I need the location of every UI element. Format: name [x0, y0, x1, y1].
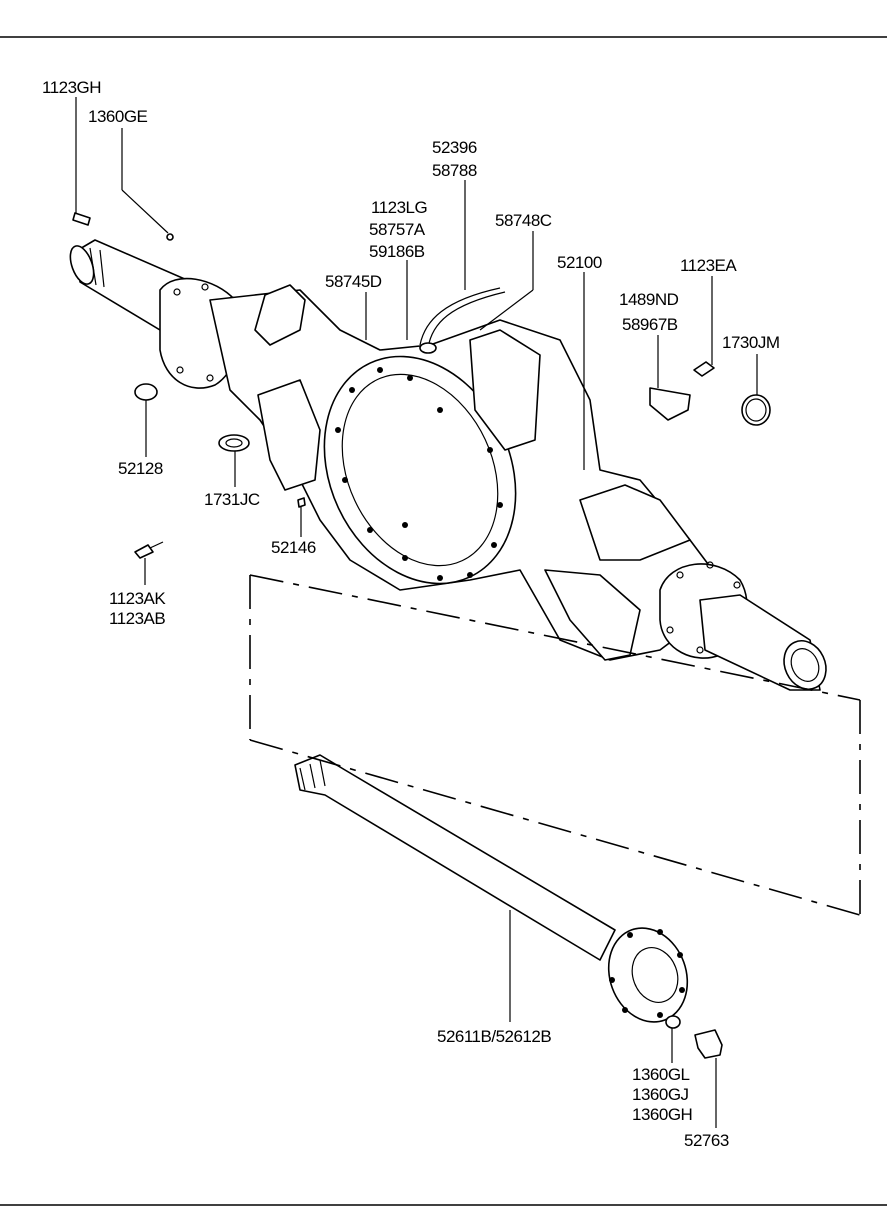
- callout-1123GH: 1123GH: [42, 78, 101, 97]
- callout-58748C: 58748C: [495, 211, 552, 230]
- callout-52611B-52612B: 52611B/52612B: [437, 1027, 551, 1046]
- callout-1360GH: 1360GH: [632, 1105, 692, 1124]
- axle-housing[interactable]: [66, 239, 834, 696]
- callout-58788: 58788: [432, 161, 477, 180]
- callout-1360GJ: 1360GJ: [632, 1085, 689, 1104]
- callout-58745D: 58745D: [325, 272, 382, 291]
- callout-52128: 52128: [118, 459, 163, 478]
- callout-52763: 52763: [684, 1131, 729, 1150]
- callout-1123AB: 1123AB: [109, 609, 165, 628]
- exploded-view-guide: [249, 574, 861, 916]
- callout-1360GE: 1360GE: [88, 107, 148, 126]
- hardware-parts[interactable]: [72, 212, 771, 559]
- axle-shaft[interactable]: [294, 754, 723, 1059]
- callout-1360GL: 1360GL: [632, 1065, 690, 1084]
- leader-lines: [75, 97, 758, 1128]
- callout-59186B: 59186B: [369, 242, 425, 261]
- page-frame: [0, 36, 887, 1206]
- callout-1123LG: 1123LG: [371, 198, 427, 217]
- callout-52396: 52396: [432, 138, 477, 157]
- callout-1730JM: 1730JM: [722, 333, 779, 352]
- callout-58757A: 58757A: [369, 220, 426, 239]
- part-callouts: 1123GH 1360GE 52396 58788 1123LG 58757A …: [42, 78, 780, 1150]
- callout-1489ND: 1489ND: [619, 290, 679, 309]
- callout-1123AK: 1123AK: [109, 589, 166, 608]
- callout-52146: 52146: [271, 538, 316, 557]
- callout-1123EA: 1123EA: [680, 256, 737, 275]
- callout-52100: 52100: [557, 253, 602, 272]
- callout-58967B: 58967B: [622, 315, 678, 334]
- callout-1731JC: 1731JC: [204, 490, 260, 509]
